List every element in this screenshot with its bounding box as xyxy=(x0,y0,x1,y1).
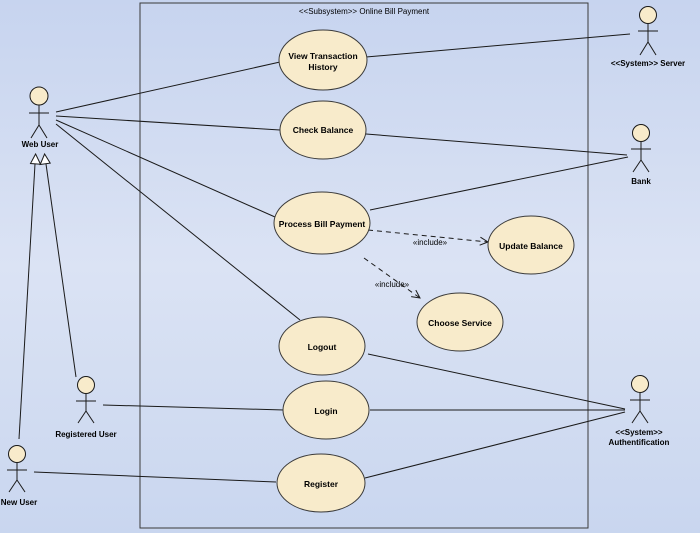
gen-registereduser-webuser xyxy=(45,163,77,378)
use-case-check-balance[interactable]: Check Balance xyxy=(279,100,367,160)
actor-label: Authentification xyxy=(609,438,670,447)
actor-server[interactable]: <<System>> Server xyxy=(611,6,685,69)
use-case-update-balance[interactable]: Update Balance xyxy=(487,215,575,275)
use-case-login[interactable]: Login xyxy=(282,380,370,440)
gen-arrowhead-registereduser xyxy=(39,152,52,166)
stick-figure-icon xyxy=(76,376,96,424)
actor-web-user[interactable]: Web User xyxy=(22,86,59,149)
use-case-process-bill-payment[interactable]: Process Bill Payment xyxy=(273,191,371,255)
assoc-webuser-logout xyxy=(55,123,301,321)
use-case-label: Process Bill Payment xyxy=(279,219,366,229)
use-case-label: Register xyxy=(304,479,339,489)
actor-label: <<System>> xyxy=(615,428,662,437)
use-case-label: Choose Service xyxy=(428,318,492,328)
use-case-label: History xyxy=(308,62,338,72)
actor-bank[interactable]: Bank xyxy=(631,124,651,187)
assoc-registereduser-login xyxy=(102,404,285,411)
assoc-register-auth xyxy=(364,411,626,479)
assoc-newuser-register xyxy=(33,471,277,483)
actor-new-user[interactable]: New User xyxy=(1,445,37,508)
stick-figure-icon xyxy=(638,6,658,56)
include-dependencies xyxy=(363,229,488,298)
assoc-processbill-bank xyxy=(369,156,629,211)
assoc-webuser-viewhistory xyxy=(55,61,281,113)
use-case-register[interactable]: Register xyxy=(276,453,366,513)
assoc-webuser-checkbalance xyxy=(55,115,281,131)
actor-label: Web User xyxy=(22,140,59,149)
stick-figure-icon xyxy=(7,445,27,493)
use-case-label: View Transaction xyxy=(288,51,357,61)
gen-newuser-webuser xyxy=(18,163,36,440)
association-lines xyxy=(33,33,631,483)
use-case-view-transaction-history[interactable]: View Transaction History xyxy=(278,29,368,91)
stick-figure-icon xyxy=(630,375,650,424)
include-label-2: «include» xyxy=(375,280,410,289)
use-case-choose-service[interactable]: Choose Service xyxy=(416,292,504,352)
actor-label: <<System>> Server xyxy=(611,59,685,68)
system-title: <<Subsystem>> Online Bill Payment xyxy=(299,7,430,16)
include-label-1: «include» xyxy=(413,238,448,247)
assoc-webuser-processbill xyxy=(55,119,276,218)
use-case-label: Update Balance xyxy=(499,241,563,251)
stick-figure-icon xyxy=(631,124,651,173)
actor-registered-user[interactable]: Registered User xyxy=(55,376,117,440)
include-processbill-chooseservice xyxy=(363,257,420,298)
use-case-label: Check Balance xyxy=(293,125,354,135)
system-boundary xyxy=(139,2,589,529)
use-case-logout[interactable]: Logout xyxy=(278,316,366,376)
assoc-viewhistory-server xyxy=(365,33,631,58)
actor-label: Registered User xyxy=(55,430,116,439)
use-case-label: Logout xyxy=(308,342,337,352)
gen-arrowhead-newuser xyxy=(29,152,42,165)
generalization-lines xyxy=(18,152,77,440)
actor-label: Bank xyxy=(631,177,651,186)
actor-authentification[interactable]: <<System>> Authentification xyxy=(609,375,670,448)
assoc-logout-auth xyxy=(367,353,626,410)
stick-figure-icon xyxy=(29,86,49,139)
use-case-label: Login xyxy=(314,406,337,416)
include-processbill-updatebalance xyxy=(367,229,488,242)
assoc-checkbalance-bank xyxy=(365,133,628,156)
actor-label: New User xyxy=(1,498,37,507)
